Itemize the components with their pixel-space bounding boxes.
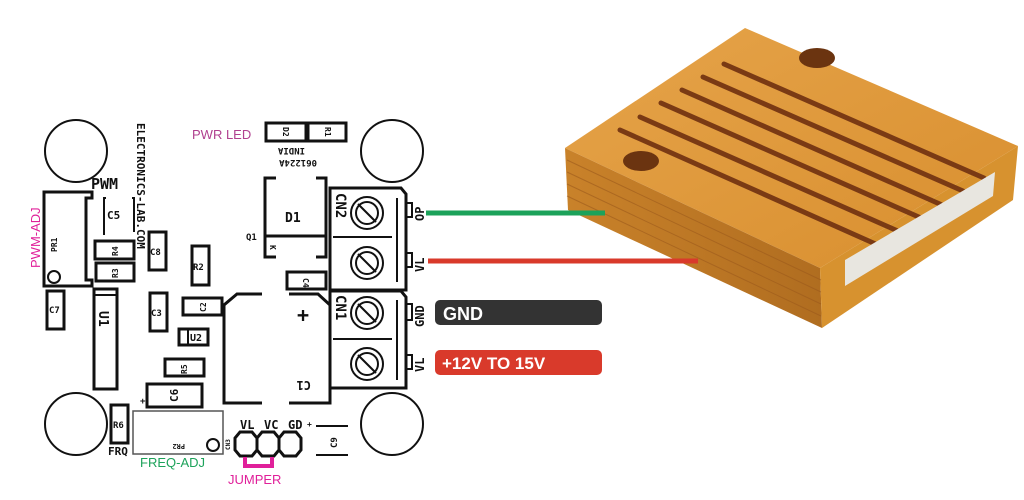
d1-label: D1	[285, 211, 301, 226]
brand-text: ELECTRONICS-LAB.COM	[134, 123, 147, 249]
pwm-adj-label: PWM-ADJ	[28, 207, 43, 268]
jumper-pin-vc: VC	[264, 418, 278, 432]
c7-outline	[45, 289, 66, 331]
pr1-dot	[47, 270, 61, 284]
c1-outline	[222, 292, 332, 405]
c4-label: C4	[301, 278, 310, 288]
r5-outline	[163, 357, 206, 378]
supply-badge	[435, 350, 602, 375]
heatsink-image	[565, 28, 1018, 328]
r5-label: R5	[180, 364, 189, 374]
d1-outline	[263, 176, 328, 259]
c9-outline	[316, 425, 348, 456]
u2-label: U2	[190, 333, 202, 344]
cn1-pin-vl: VL	[413, 358, 427, 372]
r3-label: R3	[111, 268, 120, 278]
cn3-label: CN3	[225, 439, 232, 450]
cn1-pin-gnd: GND	[413, 305, 427, 327]
gnd-badge-text: GND	[443, 304, 483, 324]
c1-label: C1	[297, 378, 311, 392]
c8-outline	[147, 230, 168, 272]
pr1-outline	[42, 190, 94, 288]
jumper-bracket	[243, 457, 274, 468]
cn2-terminal-block	[328, 186, 413, 292]
supply-badge-text: +12V TO 15V	[442, 354, 546, 373]
d2-label: D2	[281, 127, 290, 137]
c9-plus: +	[307, 420, 312, 429]
pr2-outline	[132, 410, 224, 455]
c8-label: C8	[150, 248, 161, 258]
jumper-pin-gd: GD	[288, 418, 302, 432]
cn1-terminal-block	[328, 289, 413, 390]
cn3-header	[233, 430, 303, 458]
c6-plus: +	[140, 397, 146, 407]
c5-outline	[103, 197, 135, 235]
r4-label: R4	[111, 246, 120, 256]
mounting-hole-bottom-right	[360, 392, 424, 456]
mounting-hole-top-right	[360, 119, 424, 183]
k-label: K	[268, 245, 277, 250]
d2-outline	[264, 121, 308, 143]
board-code-line2: 061224A	[278, 157, 317, 167]
freq-adj-label: FREQ-ADJ	[140, 455, 205, 470]
r1-label: R1	[323, 127, 332, 137]
c3-outline	[148, 291, 169, 333]
c6-label: C6	[168, 388, 181, 402]
pr2-label: PR2	[172, 442, 185, 450]
q1-label: Q1	[246, 233, 257, 243]
mounting-hole-top-left	[44, 119, 108, 183]
cn2-pin-vl: VL	[413, 258, 427, 272]
cn2-label: CN2	[332, 193, 348, 218]
board-code-line1: INDIA	[277, 145, 305, 155]
u2-outline	[177, 327, 210, 347]
c6-outline	[145, 382, 204, 409]
r2-label: R2	[193, 263, 204, 273]
frq-label: FRQ	[108, 445, 128, 458]
u1-label: U1	[95, 311, 110, 327]
pr1-label: PR1	[50, 237, 59, 252]
u1-outline	[92, 287, 119, 391]
jumper-label: JUMPER	[228, 472, 281, 487]
c5-label: C5	[107, 209, 120, 222]
c3-label: C3	[151, 309, 162, 319]
cn1-label: CN1	[332, 295, 348, 320]
c7-label: C7	[49, 306, 60, 316]
r6-label: R6	[113, 421, 124, 431]
jumper-pin-vl: VL	[240, 418, 254, 432]
r4-outline	[93, 239, 136, 261]
c1-plus: +	[297, 303, 309, 327]
c2-outline	[181, 296, 224, 317]
c2-label: C2	[199, 302, 208, 312]
mounting-hole-bottom-left	[44, 392, 108, 456]
pwr-led-label: PWR LED	[192, 127, 251, 142]
pr2-dot	[206, 438, 220, 452]
c9-label: C9	[330, 437, 340, 448]
r3-outline	[94, 261, 136, 283]
c4-outline	[285, 270, 328, 291]
r6-outline	[109, 403, 130, 445]
gnd-badge	[435, 300, 602, 325]
r2-outline	[190, 244, 211, 287]
pwm-label: PWM	[91, 175, 118, 193]
r1-outline	[306, 121, 348, 143]
cn2-pin-op: OP	[413, 207, 427, 221]
